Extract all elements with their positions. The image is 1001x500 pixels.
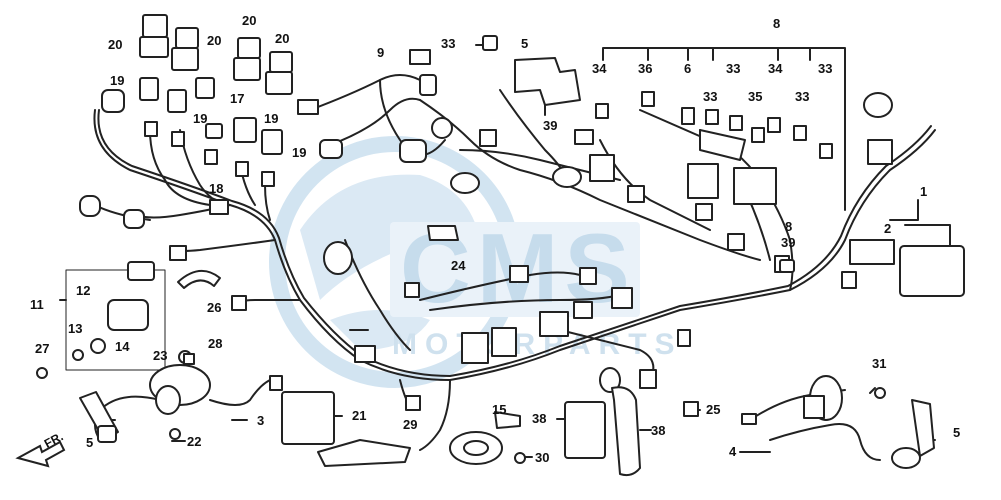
callout-23: 23 [153, 348, 168, 363]
callout-24: 24 [451, 258, 466, 273]
callout-19: 19 [264, 111, 279, 126]
callout-34: 35 [748, 89, 763, 104]
callout-18: 18 [209, 181, 224, 196]
callout-19: 19 [292, 145, 307, 160]
callout-33: 33 [818, 61, 833, 76]
callout-38-text: 38 [651, 423, 666, 438]
callout-20: 20 [275, 31, 290, 46]
callout-33: 33 [795, 89, 810, 104]
callout-3: 3 [257, 413, 265, 428]
callout-2: 2 [884, 221, 892, 236]
callout-9: 9 [377, 45, 385, 60]
callout-33: 33 [703, 89, 718, 104]
callout-34: 34 [768, 61, 783, 76]
callout-19: 19 [193, 111, 208, 126]
callout-7: 6 [684, 61, 692, 76]
callout-35: 36 [638, 61, 653, 76]
callout-25: 25 [706, 402, 721, 417]
callout-28: 28 [208, 336, 223, 351]
callout-32: 33 [441, 36, 456, 51]
callout-39: 39 [781, 236, 795, 249]
callout-5-right: 5 [953, 426, 960, 439]
callout-20: 20 [242, 13, 257, 28]
callout-5-right-text: 5 [953, 425, 961, 440]
callout-37: 39 [543, 118, 558, 133]
callout-15: 15 [492, 402, 507, 417]
front-arrow-icon [15, 440, 66, 468]
callout-21: 21 [352, 408, 367, 423]
callout-22: 22 [187, 434, 202, 449]
callout-31: 31 [872, 356, 887, 371]
callout-8: 8 [773, 16, 781, 31]
callout-33: 33 [726, 61, 741, 76]
callout-34: 34 [592, 61, 607, 76]
callout-12: 12 [76, 283, 91, 298]
callout-5-left: 5 [86, 435, 94, 450]
callout-6: 5 [521, 36, 529, 51]
callout-30: 30 [535, 450, 550, 465]
callout-11: 11 [30, 297, 44, 312]
callout-14: 14 [115, 339, 130, 354]
callout-19: 19 [110, 73, 125, 88]
callout-4: 4 [729, 444, 737, 459]
callout-39-text: 39 [781, 235, 796, 250]
callout-17: 17 [230, 91, 245, 106]
callout-29: 29 [403, 417, 418, 432]
callout-13: 13 [68, 321, 83, 336]
callout-26: 26 [207, 300, 222, 315]
callout-38: 38 [651, 424, 665, 437]
callout-36: 38 [532, 411, 547, 426]
callout-8: 8 [785, 219, 793, 234]
callout-20: 20 [207, 33, 222, 48]
callout-27: 27 [35, 341, 50, 356]
callout-1: 1 [920, 184, 928, 199]
callout-20: 20 [108, 37, 123, 52]
